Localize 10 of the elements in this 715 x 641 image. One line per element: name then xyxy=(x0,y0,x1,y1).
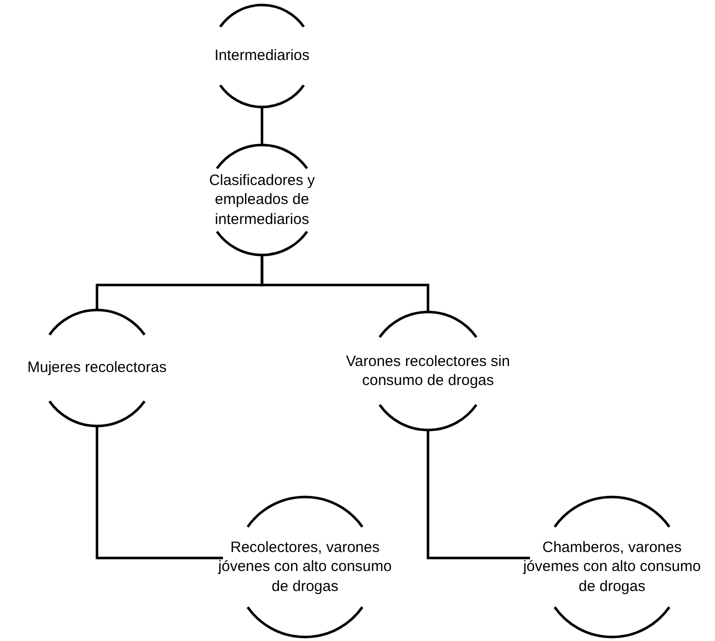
node-label: Mujeres recolectoras xyxy=(26,358,168,378)
connector-line xyxy=(260,107,264,145)
node-label: Varones recolectores sin consumo de drogas xyxy=(345,352,511,390)
node-label: Clasificadores y empleados de intermediarios xyxy=(208,170,316,230)
connector-line xyxy=(426,430,530,560)
node-label: Intermediarios xyxy=(213,46,311,66)
connector-line xyxy=(96,426,223,560)
node-label: Recolectores, varones jóvenes con alto consumo de drogas xyxy=(216,538,393,596)
node-label: Chamberos, varones jóvemes con alto consumo de drogas xyxy=(522,538,702,596)
connector-line xyxy=(260,255,430,312)
